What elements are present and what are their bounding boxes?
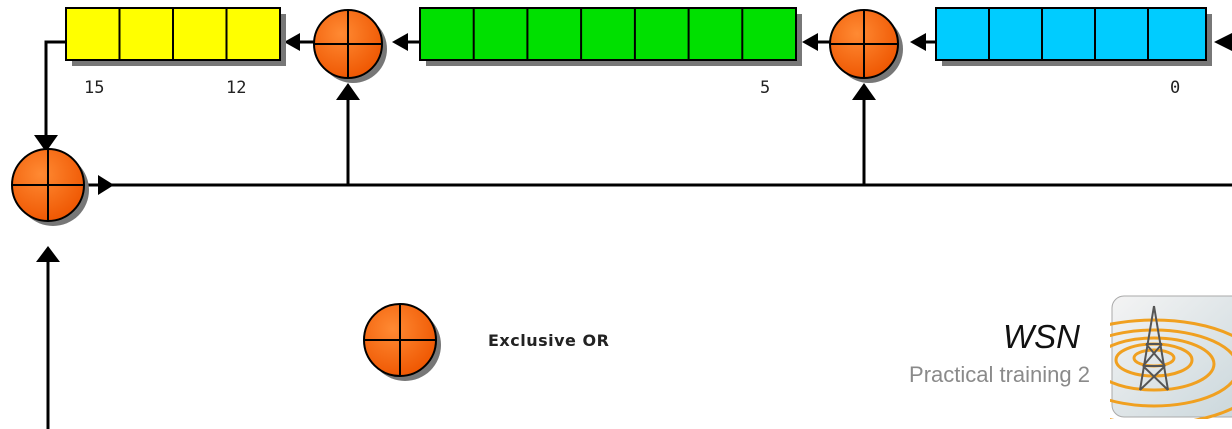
bit-label-15: 15 <box>84 78 105 98</box>
xor-gate-bit5 <box>829 9 903 83</box>
register-bits-15-12 <box>65 7 286 66</box>
branding-title: WSN <box>1003 318 1080 355</box>
register-bits-4-0 <box>935 7 1212 66</box>
bit-label-5: 5 <box>760 78 771 98</box>
bit-label-0: 0 <box>1170 78 1181 98</box>
xor-gate-bit12 <box>313 9 387 83</box>
bit-label-12: 12 <box>226 78 247 98</box>
wiring <box>44 40 1232 429</box>
branding-subtitle: Practical training 2 <box>909 362 1090 387</box>
xor-legend-icon <box>363 303 441 381</box>
arrowheads <box>34 33 1232 262</box>
radio-tower-icon <box>1110 295 1232 419</box>
xor-gate-input <box>11 148 89 226</box>
register-bits-11-5 <box>419 7 802 66</box>
legend-label: Exclusive OR <box>488 331 610 350</box>
